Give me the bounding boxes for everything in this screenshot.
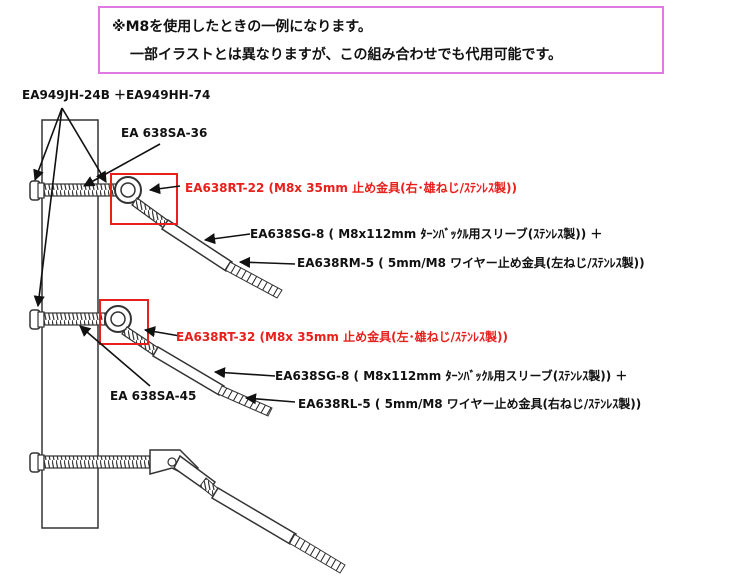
- note-line-2: 一部イラストとは異なりますが、この組み合わせでも代用可能です。: [130, 47, 563, 63]
- bottom-assembly: [29, 449, 346, 574]
- label-sleeve-1: EA638SG-8 ( M8x112mm ﾀｰﾝﾊﾞｯｸﾙ用スリーブ(ｽﾃﾝﾚｽ…: [250, 227, 603, 241]
- threaded-bolt-middle: [43, 312, 107, 326]
- leader-lines: [33, 107, 296, 405]
- label-eye-rt32: EA638RT-32 (M8x 35mm 止め金具(左･雄ねじ/ｽﾃﾝﾚｽ製)): [176, 330, 508, 344]
- wire-rope-top: [224, 261, 283, 299]
- wire-rope-bottom: [288, 533, 346, 574]
- top-assembly: [29, 173, 283, 299]
- sleeve-bottom: [210, 486, 298, 546]
- middle-assembly: [29, 299, 273, 417]
- sleeve-middle: [151, 345, 226, 397]
- threaded-bolt-bottom: [43, 455, 155, 469]
- note-line-1: ※M8を使用したときの一例になります。: [112, 19, 372, 35]
- sleeve-top: [160, 218, 234, 273]
- highlight-box-top: [110, 173, 178, 225]
- label-bolt-36: EA 638SA-36: [121, 126, 208, 140]
- note-box: ※M8を使用したときの一例になります。 一部イラストとは異なりますが、この組み合…: [98, 6, 664, 74]
- label-eye-rt22: EA638RT-22 (M8x 35mm 止め金具(右･雄ねじ/ｽﾃﾝﾚｽ製)): [185, 181, 517, 195]
- highlight-box-middle: [99, 299, 149, 345]
- label-wire-rm5: EA638RM-5 ( 5mm/M8 ワイヤー止め金具(左ねじ/ｽﾃﾝﾚｽ製)): [297, 256, 645, 270]
- label-wire-rl5: EA638RL-5 ( 5mm/M8 ワイヤー止め金具(右ねじ/ｽﾃﾝﾚｽ製)): [298, 397, 642, 411]
- label-bolt-combo: EA949JH-24B ＋EA949HH-74: [22, 88, 211, 102]
- wire-rope-middle: [217, 385, 273, 417]
- label-bolt-45: EA 638SA-45: [110, 389, 197, 403]
- threaded-bolt-top: [43, 183, 117, 197]
- label-sleeve-2: EA638SG-8 ( M8x112mm ﾀｰﾝﾊﾞｯｸﾙ用スリーブ(ｽﾃﾝﾚｽ…: [275, 369, 628, 383]
